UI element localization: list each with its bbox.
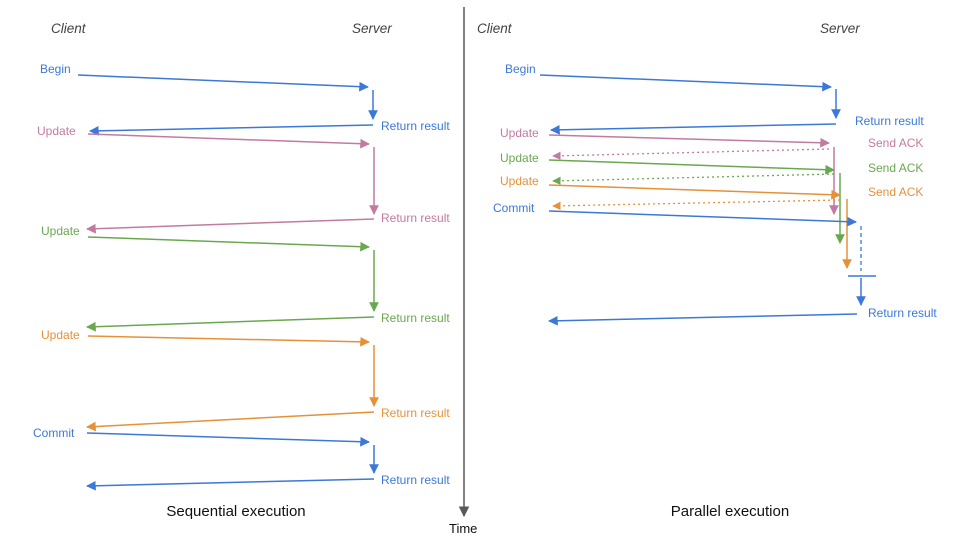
parallel-panel-arrows	[539, 74, 876, 326]
par-update3-ack-dotted-arrow	[552, 199, 841, 211]
par-update3-request-arrow	[548, 184, 841, 200]
seq-update3-return-result-label: Return result	[381, 406, 450, 420]
seq-update2-response-arrow	[86, 316, 375, 332]
par-begin-return-result-label: Return result	[855, 114, 924, 128]
seq-commit-return-result-label: Return result	[381, 473, 450, 487]
seq-update1-return-result-label: Return result	[381, 211, 450, 225]
seq-update3-label: Update	[41, 328, 80, 342]
par-begin-response-arrow	[550, 123, 837, 135]
par-begin-request-arrow	[539, 74, 832, 92]
seq-commit-label: Commit	[33, 426, 75, 440]
seq-begin-request-arrow	[77, 74, 369, 92]
par-commit-response-arrow	[548, 313, 858, 326]
par-update1-send-ack-label: Send ACK	[868, 136, 924, 150]
sequential-panel-arrows	[77, 74, 379, 491]
seq-update2-request-arrow	[87, 236, 370, 252]
par-update3-send-ack-label: Send ACK	[868, 185, 924, 199]
seq-client-header: Client	[51, 21, 86, 36]
parallel-execution-caption: Parallel execution	[670, 503, 790, 520]
seq-update2-label: Update	[41, 224, 80, 238]
seq-begin-response-arrow	[89, 124, 374, 136]
par-update1-request-arrow	[548, 134, 830, 148]
seq-update1-request-arrow	[87, 133, 370, 149]
par-client-header: Client	[477, 21, 512, 36]
seq-begin-label: Begin	[40, 62, 71, 76]
par-update2-label: Update	[500, 151, 539, 165]
par-server-header: Server	[820, 21, 860, 36]
seq-server-header: Server	[352, 21, 392, 36]
seq-commit-request-arrow	[86, 432, 370, 447]
par-commit-label: Commit	[493, 201, 535, 215]
time-axis-label: Time	[449, 521, 478, 536]
par-update1-label: Update	[500, 126, 539, 140]
seq-update2-return-result-label: Return result	[381, 311, 450, 325]
par-commit-return-result-label: Return result	[868, 306, 937, 320]
par-update2-request-arrow	[548, 159, 835, 175]
par-update2-send-ack-label: Send ACK	[868, 161, 924, 175]
seq-update3-response-arrow	[86, 411, 375, 432]
sequential-execution-caption: Sequential execution	[166, 503, 306, 520]
par-update2-ack-dotted-arrow	[552, 173, 835, 186]
seq-begin-return-result-label: Return result	[381, 119, 450, 133]
par-update3-label: Update	[500, 174, 539, 188]
seq-update1-response-arrow	[86, 218, 375, 234]
par-commit-request-arrow	[548, 210, 857, 227]
par-begin-label: Begin	[505, 62, 536, 76]
seq-commit-response-arrow	[86, 478, 375, 491]
seq-update3-request-arrow	[87, 335, 370, 347]
seq-update1-label: Update	[37, 124, 76, 138]
par-update1-ack-dotted-arrow	[552, 148, 830, 161]
